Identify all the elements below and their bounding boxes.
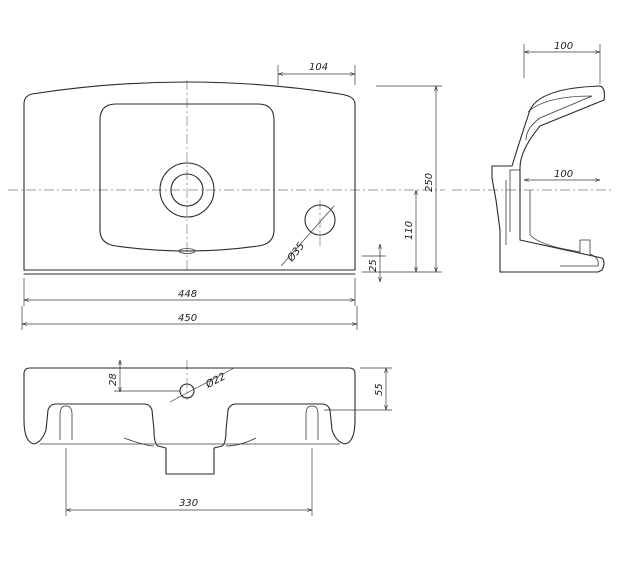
side-profile-inner xyxy=(509,95,599,267)
dim-100-mid-label: 100 xyxy=(554,169,573,180)
dim-450-label: 450 xyxy=(178,313,197,324)
front-drain-channel xyxy=(123,437,257,447)
overflow-slot xyxy=(178,248,196,254)
basin-outline-top xyxy=(23,81,356,271)
dim-104-label: 104 xyxy=(309,62,328,73)
bowl-inner-outline xyxy=(99,103,275,252)
dim-55-label: 55 xyxy=(374,383,385,396)
front-inner-right-peg xyxy=(305,405,319,440)
front-inner-left-peg xyxy=(59,405,73,440)
dim-100-top-label: 100 xyxy=(554,41,573,52)
side-hole xyxy=(304,204,336,236)
dim-250-label: 250 xyxy=(424,173,435,192)
front-view: Ø22 28 55 330 xyxy=(23,360,392,516)
tap-hole-inner xyxy=(170,173,204,207)
dim-330-label: 330 xyxy=(179,498,198,509)
side-hole-diameter-label: Ø35 xyxy=(284,240,307,264)
front-outline xyxy=(23,367,356,475)
dim-25-label: 25 xyxy=(368,259,379,272)
side-view: 100 100 xyxy=(452,41,612,273)
side-hole-diameter-line xyxy=(280,205,335,267)
dim-28-label: 28 xyxy=(108,373,119,386)
dim-110-label: 110 xyxy=(404,221,415,240)
top-view: Ø35 104 250 110 25 448 450 xyxy=(8,62,445,330)
tap-hole-outer xyxy=(159,162,215,218)
dim-448-label: 448 xyxy=(178,289,197,300)
front-tap-diameter-line xyxy=(169,367,235,403)
side-profile-outer xyxy=(491,85,606,273)
